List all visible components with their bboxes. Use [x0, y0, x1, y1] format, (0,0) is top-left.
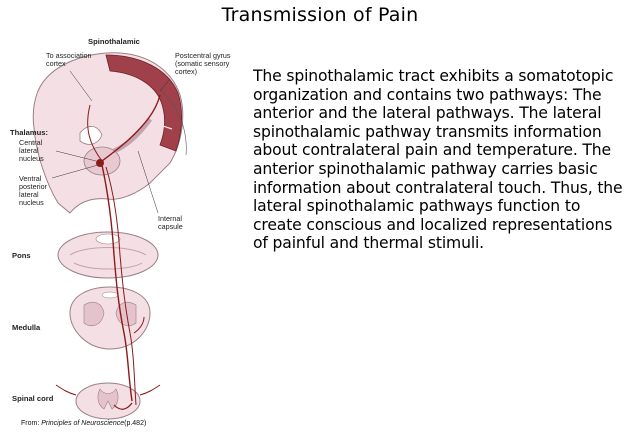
spinothalamic-tract: [87, 94, 161, 410]
internal-capsule-label: Internal capsule: [158, 214, 183, 231]
credit-page: (p.482): [124, 420, 147, 427]
pons-section: [57, 231, 159, 279]
credit-prefix: From:: [21, 420, 42, 427]
central-lateral-nucleus-label: Central lateral nucleus: [19, 138, 44, 163]
body-text: The spinothalamic tract exhibits a somat…: [253, 67, 628, 253]
figure-header-label: Spinothalamic: [88, 37, 140, 46]
pons-label: Pons: [12, 251, 31, 260]
thalamus-label: Thalamus:: [10, 128, 48, 137]
medulla-section: [69, 286, 151, 350]
leader-lines: [51, 70, 171, 214]
spinothalamic-figure: Spinothalamic To association cortex Post…: [10, 33, 238, 433]
postcentral-gyrus-label: Postcentral gyrus (somatic sensory corte…: [175, 51, 231, 76]
ventral-posterior-lateral-nucleus-label: Ventral posterior lateral nucleus: [19, 174, 47, 207]
figure-credit: From: Principles of Neuroscience(p.482): [21, 420, 146, 427]
association-cortex-label: To association cortex: [46, 51, 92, 68]
credit-source: Principles of Neuroscience: [41, 420, 125, 427]
slide-title: Transmission of Pain: [221, 4, 419, 26]
medulla-label: Medulla: [12, 323, 41, 332]
spinal-cord-section: [55, 382, 161, 420]
spinal-cord-label: Spinal cord: [12, 394, 54, 403]
body-paragraph: The spinothalamic tract exhibits a somat…: [253, 67, 623, 253]
spinothalamic-diagram: [32, 52, 187, 420]
